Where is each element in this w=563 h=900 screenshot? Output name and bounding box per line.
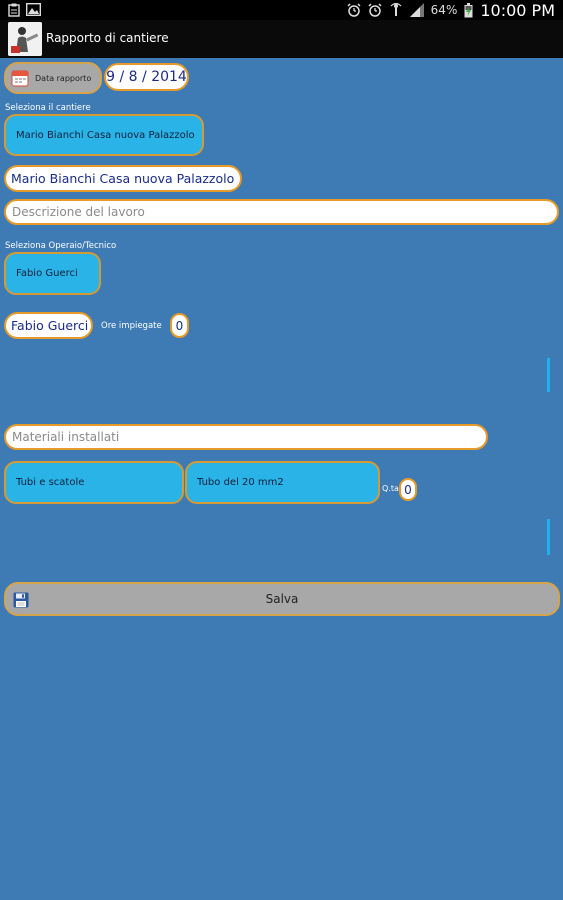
date-value: 9 / 8 / 2014 [104, 63, 189, 91]
action-bar: Rapporto di cantiere [0, 20, 563, 58]
materiali-item-button[interactable]: Tubo del 20 mm2 [185, 461, 380, 504]
materiali-category-button[interactable]: Tubi e scatole [4, 461, 184, 504]
operai-list-scrollbar[interactable] [547, 358, 550, 392]
alarm-icon-2 [368, 3, 382, 17]
operaio-display: Fabio Guerci [4, 312, 93, 339]
clock: 10:00 PM [480, 0, 555, 20]
status-bar: 64% 10:00 PM [0, 0, 563, 20]
operaio-section-label: Seleziona Operaio/Tecnico [5, 241, 117, 251]
calendar-icon [11, 70, 29, 87]
app-logo-icon[interactable] [8, 22, 42, 56]
app-title: Rapporto di cantiere [46, 31, 169, 45]
battery-percent: 64% [430, 3, 458, 17]
signal-icon [409, 3, 424, 17]
hours-label: Ore impiegate [101, 321, 162, 331]
description-input[interactable]: Descrizione del lavoro [4, 199, 559, 225]
battery-charging-icon [464, 2, 473, 17]
materiali-input[interactable]: Materiali installati [4, 424, 488, 450]
qty-field[interactable]: 0 [399, 478, 417, 501]
clipboard-icon [8, 3, 20, 17]
select-operaio-button[interactable]: Fabio Guerci [4, 252, 101, 295]
image-icon [26, 3, 41, 16]
date-picker-button[interactable]: Data rapporto [4, 62, 102, 94]
status-icons: 64% 10:00 PM [347, 0, 555, 20]
cantiere-display: Mario Bianchi Casa nuova Palazzolo [4, 165, 242, 192]
hours-field[interactable]: 0 [170, 313, 189, 338]
materiali-list-scrollbar[interactable] [547, 519, 550, 555]
alarm-icon [347, 3, 361, 17]
notification-icons [8, 3, 41, 17]
cantiere-section-label: Seleziona il cantiere [5, 103, 91, 113]
select-cantiere-button[interactable]: Mario Bianchi Casa nuova Palazzolo [4, 114, 204, 156]
qty-label: Q.ta [382, 484, 399, 493]
save-button[interactable]: Salva [4, 582, 560, 616]
floppy-disk-icon [13, 592, 29, 608]
date-button-label: Data rapporto [35, 73, 92, 83]
wifi-icon [390, 3, 402, 16]
save-button-label: Salva [265, 592, 299, 606]
